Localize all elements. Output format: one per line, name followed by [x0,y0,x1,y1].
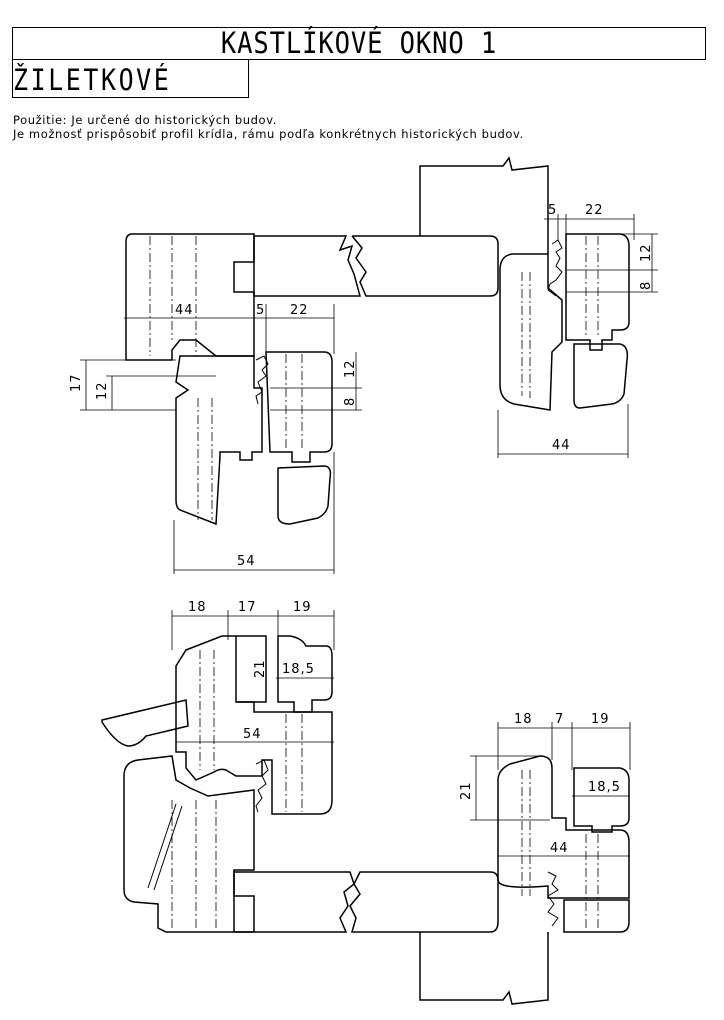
title-box: KASTLÍKOVÉ OKNO 1 [12,26,706,60]
sill-board-right [349,871,499,933]
sash-left [175,355,263,526]
description-line-1: Použitie: Je určené do historických budo… [13,113,277,127]
dim-7-bottom-right: 7 [555,712,564,727]
dim-22-top-right: 22 [585,203,604,218]
subtitle-box: ŽILETKOVÉ [12,60,249,98]
dim-18-bottom-right: 18 [514,712,533,727]
dim-44-top-left: 44 [175,303,194,318]
drawing-subtitle: ŽILETKOVÉ [13,63,172,97]
drawing-title: KASTLÍKOVÉ OKNO 1 [220,26,498,60]
dim-12-top-left: 12 [95,381,110,400]
gasket-bottom-right [547,871,559,927]
frame-top-right [499,236,563,411]
dim-54-bottom-left: 54 [243,727,262,742]
dim-18-bottom-left: 18 [188,600,207,615]
dim-54-top-left: 54 [237,554,256,569]
section-bottom-right: 18 7 19 21 18,5 44 [419,712,631,1005]
wall-jamb-bottom [419,932,549,1005]
gasket-top-right [547,239,563,297]
section-top-right: 44 5 22 12 8 [419,156,658,458]
section-bottom-left: 18 17 19 21 18,5 54 [101,600,335,933]
dim-5-top-right: 5 [548,203,557,218]
sash-top-right [565,233,630,351]
bead-bottom-left [277,635,333,713]
section-top-left: 44 5 22 17 12 12 8 54 [69,233,499,574]
description-line-2: Je možnosť prispôsobiť profil krídla, rá… [13,127,524,141]
bead-bottom-right [573,767,630,833]
dim-22-top-left: 22 [290,303,309,318]
dim-12b-top-left: 12 [343,359,358,378]
frame-upper-left [125,233,255,361]
frame-bottom-left [123,755,255,933]
head-board-right [351,235,499,297]
dim-8-top-left: 8 [343,397,358,406]
sill-drip [101,699,189,747]
dim-19-bottom-right: 19 [591,712,610,727]
sash-left-2 [265,351,333,463]
dim-18-5-bottom-right: 18,5 [588,780,621,795]
dim-44-bottom-right: 44 [550,841,569,856]
dim-21-bottom-left: 21 [253,659,268,678]
wall-jamb-top [419,156,549,236]
head-board [253,235,361,297]
section-bottom-sill [233,871,499,933]
dim-12-top-right: 12 [639,243,654,262]
sash-bottom-left [175,635,333,815]
dim-44-top-right: 44 [552,438,571,453]
gasket-top-left [255,355,269,405]
dim-17-bottom-left: 17 [238,600,257,615]
bead-left [277,465,332,525]
dim-19-bottom-left: 19 [293,600,312,615]
dim-8-top-right: 8 [639,281,654,290]
gasket-bottom-left [255,759,269,813]
bead-top-right [573,343,629,409]
sill-board [233,871,355,933]
sash-bottom-right [497,755,630,899]
dim-18-5-bottom-left: 18,5 [282,662,315,677]
dim-17-top-left: 17 [69,373,84,392]
dim-5-top-left: 5 [256,303,265,318]
dim-21-bottom-right: 21 [459,781,474,800]
frame-bottom-right [563,899,630,933]
